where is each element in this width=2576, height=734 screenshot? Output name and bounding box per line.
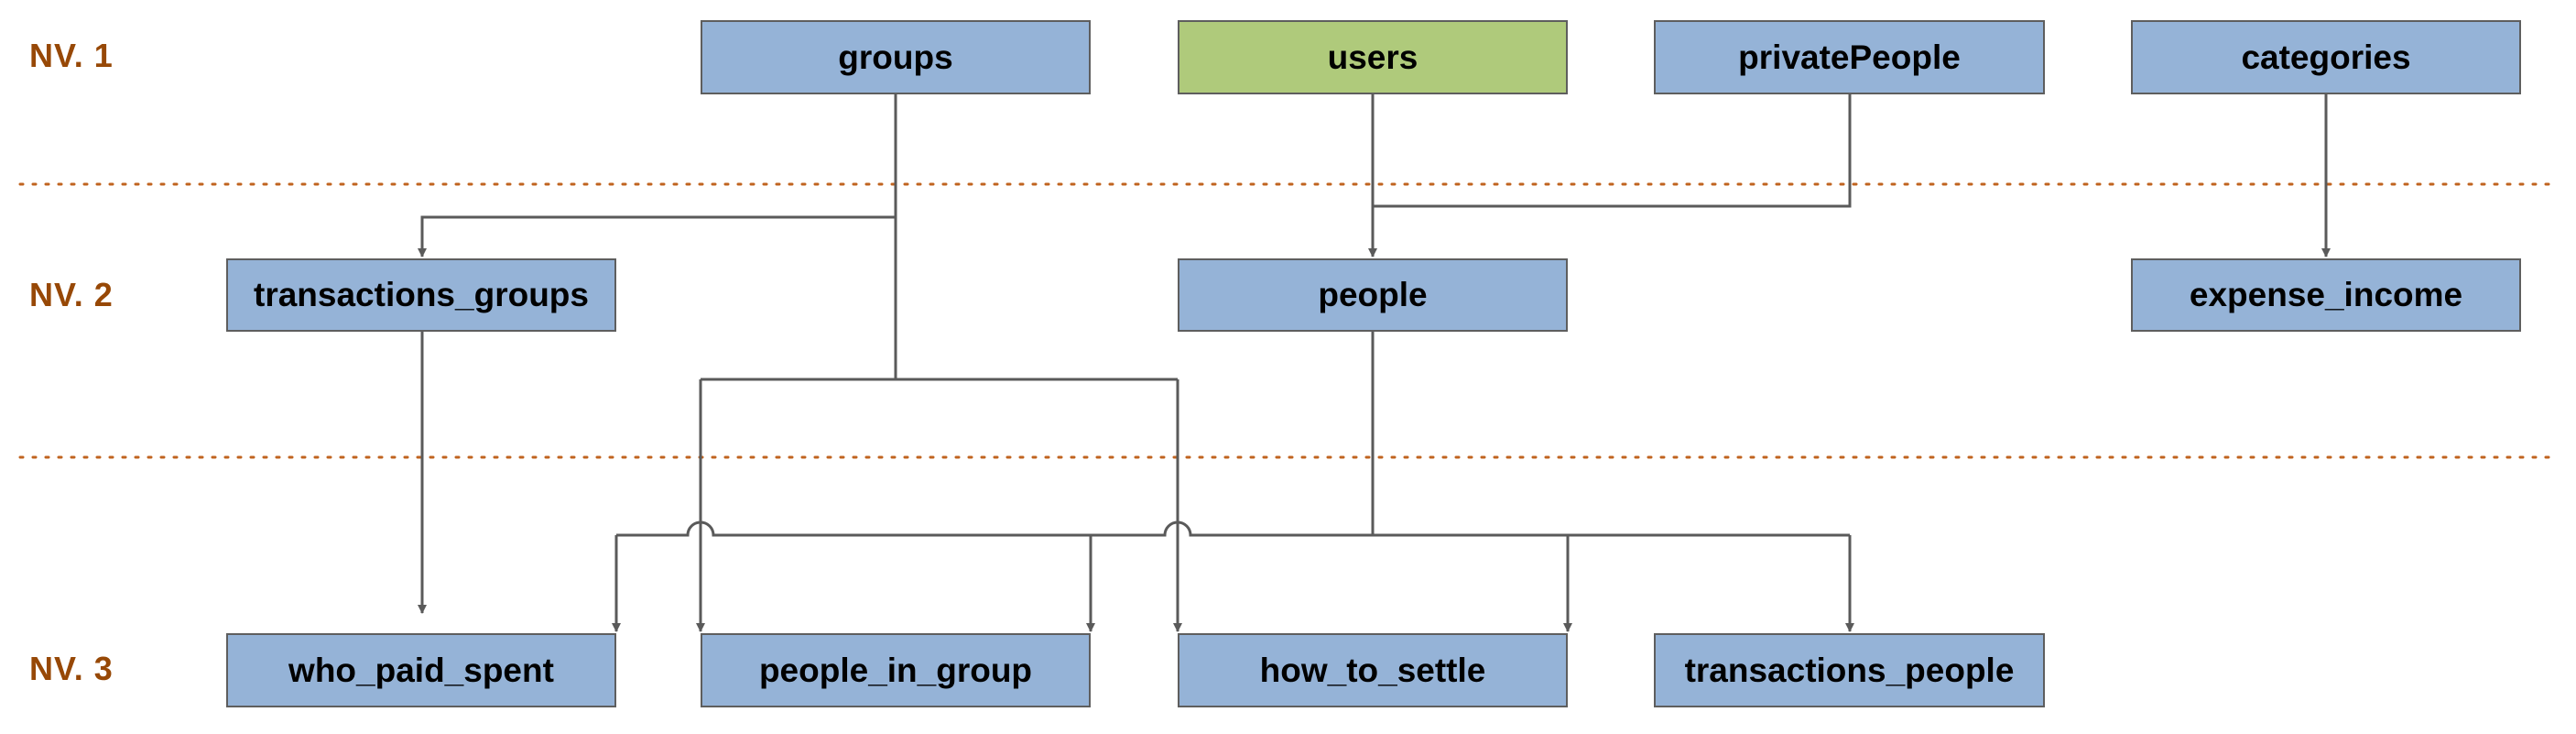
table-node-users[interactable]: users	[1178, 20, 1568, 94]
connector-groups-to-transactions_groups	[418, 215, 896, 257]
table-node-expense_income[interactable]: expense_income	[2131, 258, 2521, 332]
level-label-nv2: NV. 2	[29, 276, 114, 313]
level-label-nv3: NV. 3	[29, 650, 114, 687]
table-node-groups[interactable]: groups	[701, 20, 1091, 94]
table-node-how_to_settle[interactable]: how_to_settle	[1178, 633, 1568, 707]
table-node-who_paid_spent[interactable]: who_paid_spent	[226, 633, 616, 707]
level-label-nv1: NV. 1	[29, 37, 114, 74]
connector-people-bus	[616, 520, 1850, 537]
table-node-transactions_people[interactable]: transactions_people	[1654, 633, 2045, 707]
table-node-categories[interactable]: categories	[2131, 20, 2521, 94]
table-node-privatePeople[interactable]: privatePeople	[1654, 20, 2045, 94]
table-node-people_in_group[interactable]: people_in_group	[701, 633, 1091, 707]
table-node-transactions_groups[interactable]: transactions_groups	[226, 258, 616, 332]
table-node-people[interactable]: people	[1178, 258, 1568, 332]
connector-privatePeople-to-people	[1373, 94, 1852, 208]
